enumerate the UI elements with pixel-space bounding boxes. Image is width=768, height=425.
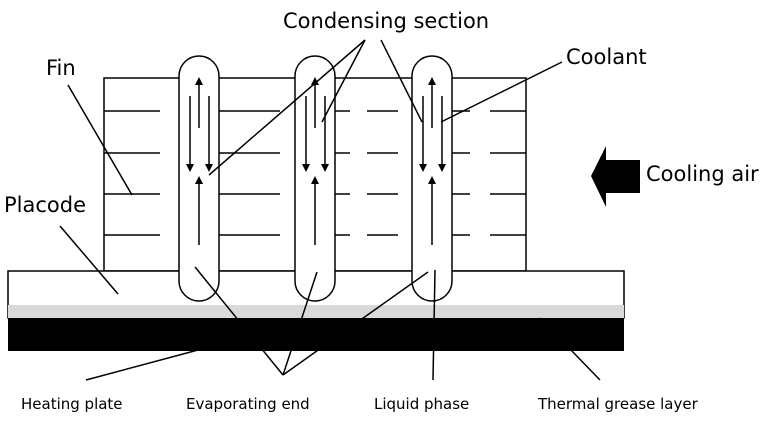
- condensing-section-label: Condensing section: [283, 9, 490, 33]
- cooling-air-arrow: [591, 146, 640, 207]
- placode-label: Placode: [4, 193, 87, 217]
- fin-lines: [104, 110, 526, 236]
- liquid-phase-label: Liquid phase: [374, 395, 470, 413]
- leader-lines: [59, 39, 601, 381]
- heating-plate-bar: [8, 318, 624, 351]
- thermal-grease-layer-label: Thermal grease layer: [538, 395, 698, 413]
- coolant-label: Coolant: [566, 45, 647, 69]
- flow-arrows: [186, 77, 446, 245]
- fin-label: Fin: [46, 56, 76, 80]
- thermal-grease-band: [8, 305, 624, 318]
- cooling-air-label: Cooling air: [646, 162, 759, 186]
- evaporating-end-label: Evaporating end: [186, 395, 310, 413]
- heating-plate-label: Heating plate: [21, 395, 123, 413]
